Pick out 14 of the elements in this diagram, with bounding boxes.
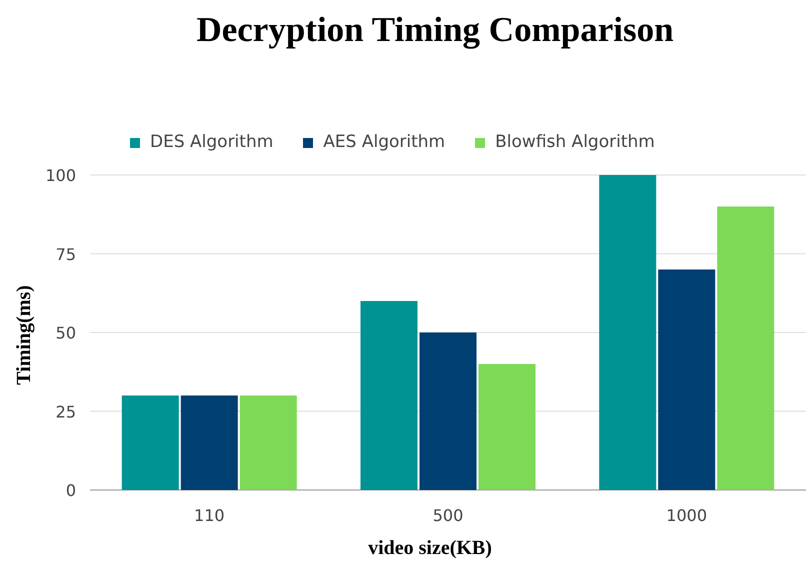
- chart-title: Decryption Timing Comparison: [195, 9, 675, 51]
- x-axis-title: video size(KB): [367, 536, 493, 560]
- y-tick-label: 25: [56, 402, 76, 422]
- y-tick-label: 100: [45, 166, 76, 185]
- y-axis-title: Timing(ms): [12, 285, 36, 385]
- legend-label: Blowfish Algorithm: [495, 131, 655, 154]
- y-tick-label: 50: [56, 324, 76, 342]
- y-tick-label: 0: [66, 481, 76, 500]
- y-tick-label: 75: [56, 244, 76, 264]
- x-tick-label: 1000: [666, 506, 708, 525]
- x-tick-label: 500: [432, 506, 464, 525]
- x-tick-label: 110: [194, 506, 225, 525]
- legend-label: AES Algorithm: [323, 131, 446, 154]
- legend-label: DES Algorithm: [150, 131, 274, 154]
